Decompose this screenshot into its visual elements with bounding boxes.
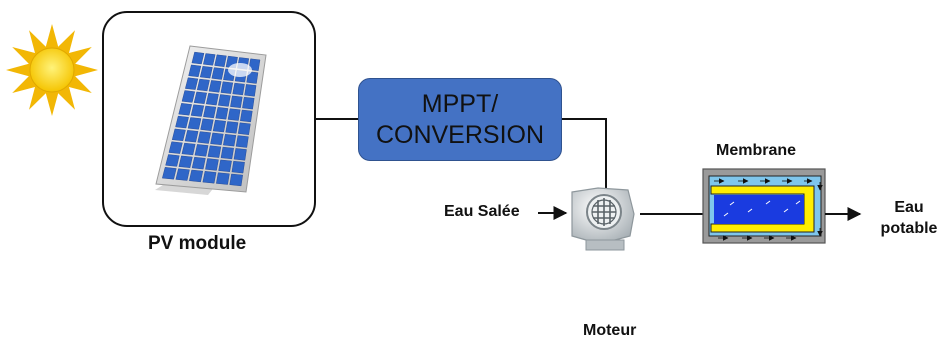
panel-cell [214,54,227,67]
panel-cell [207,145,222,158]
panel-cell [194,144,209,157]
panel-cell [218,159,232,172]
panel-cell [187,117,202,130]
panel-cell [229,173,243,187]
outlet-label-line2: potable [880,220,938,237]
panel-cell [193,91,207,104]
panel-cell [237,122,251,135]
panel-cell [181,90,196,103]
panel-cell [220,81,234,94]
panel-cell [191,156,206,170]
panel-cell [208,80,222,93]
panel-cell [215,107,229,120]
panel-cell [188,64,202,78]
panel-cell [171,128,186,142]
panel-cell [203,53,216,66]
panel-cell [246,71,259,84]
panel-cell [181,142,196,156]
panel-cell [220,146,234,160]
panel-cell [216,172,230,185]
panel-cell [190,104,205,117]
wire-mppt-to-motor [562,118,607,188]
sun-icon [6,24,98,116]
panel-cell [162,167,177,180]
panel-cell [244,84,257,97]
panel-cell [205,92,219,106]
mppt-label-line1: MPPT/ [421,89,499,118]
panel-cell [200,118,214,131]
panel-cell [175,115,189,129]
panel-cell [191,51,205,65]
panel-cell [203,105,217,119]
permeate-mark [765,200,771,205]
permeate-mark [783,208,789,213]
panel-cell [175,168,190,181]
panel-cell [235,135,249,148]
permeate-mark [795,200,801,205]
panel-cell [223,134,237,147]
panel-cell [242,96,255,110]
pump-motor-icon [571,187,635,251]
permeate-mark [723,212,729,217]
panel-cell [202,171,217,184]
panel-cell [232,82,245,96]
panel-cell [218,94,231,107]
permeate-mark [747,208,753,213]
motor-label: Moteur [583,322,637,339]
panel-cell [184,130,199,143]
panel-cell [199,66,213,79]
sun-disc [29,47,75,93]
mppt-conversion-box: MPPT/ CONVERSION [358,78,562,161]
panel-cell [165,154,180,167]
panel-cell [210,132,224,146]
panel-cell [178,155,193,168]
outlet-label: Eau potable [874,197,944,239]
panel-cell [225,121,239,134]
panel-cell [211,67,225,80]
panel-cell [178,103,192,116]
panel-cell [227,108,241,121]
panel-cell [212,119,226,133]
panel-cell [189,169,204,183]
permeate-mark [729,201,735,206]
membrane-module-icon [702,168,826,244]
outlet-label-line1: Eau [894,199,924,216]
panel-cell [240,109,253,123]
inlet-label: Eau Salée [444,203,520,220]
panel-cell [197,131,211,144]
panel-cell [205,158,219,171]
panel-cell [168,141,183,154]
solar-panel-icon [155,45,267,195]
panel-cell [196,78,210,92]
membrane-label: Membrane [716,142,797,159]
panel-cell [233,148,247,161]
pv-module-label: PV module [148,233,247,254]
panel-cell [230,95,243,108]
panel-cell [231,160,245,174]
panel-cell [185,77,199,90]
mppt-label-line2: CONVERSION [375,120,545,149]
